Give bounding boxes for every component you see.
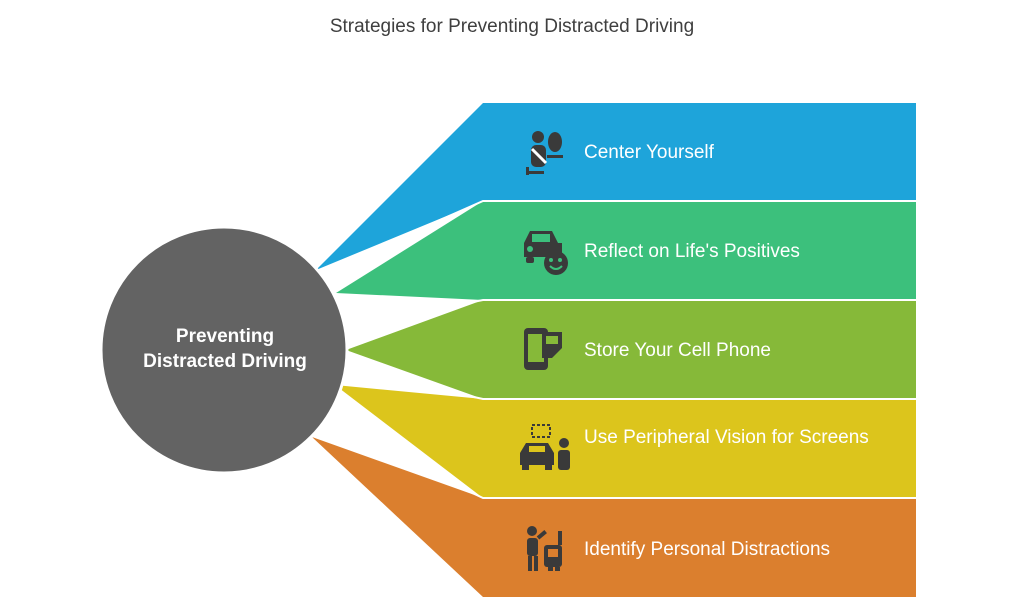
person-car-distraction-icon — [518, 521, 572, 575]
branch-wedge-center-yourself — [316, 103, 916, 270]
band-separators — [317, 200, 916, 499]
branch-label-peripheral-vision-text: Use Peripheral Vision for Screens — [584, 427, 869, 448]
hub-label-line1: Preventing — [175, 326, 275, 347]
hub-label: Preventing Distracted Driving — [102, 324, 348, 374]
person-seatbelt-icon — [518, 125, 572, 179]
branch-label-peripheral-vision: Use Peripheral Vision for Screens — [584, 426, 904, 450]
car-person-vision-icon — [518, 421, 572, 475]
phone-pocket-icon — [518, 322, 572, 376]
hub-circle — [99, 225, 349, 475]
branch-label-personal-distractions: Identify Personal Distractions — [584, 539, 831, 560]
branch-wedge-peripheral-vision — [335, 385, 916, 498]
branch-label-center-yourself: Center Yourself — [584, 142, 714, 163]
branch-wedge-personal-distractions — [312, 437, 916, 597]
hub-label-line2: Distracted Driving — [143, 351, 307, 372]
branch-label-reflect-positives: Reflect on Life's Positives — [584, 241, 800, 262]
branch-wedge-reflect-positives — [336, 201, 916, 300]
branch-wedge-store-phone — [346, 300, 916, 399]
car-smile-icon — [518, 223, 572, 277]
branch-label-store-phone: Store Your Cell Phone — [584, 340, 771, 361]
diagram-title: Strategies for Preventing Distracted Dri… — [329, 16, 695, 37]
